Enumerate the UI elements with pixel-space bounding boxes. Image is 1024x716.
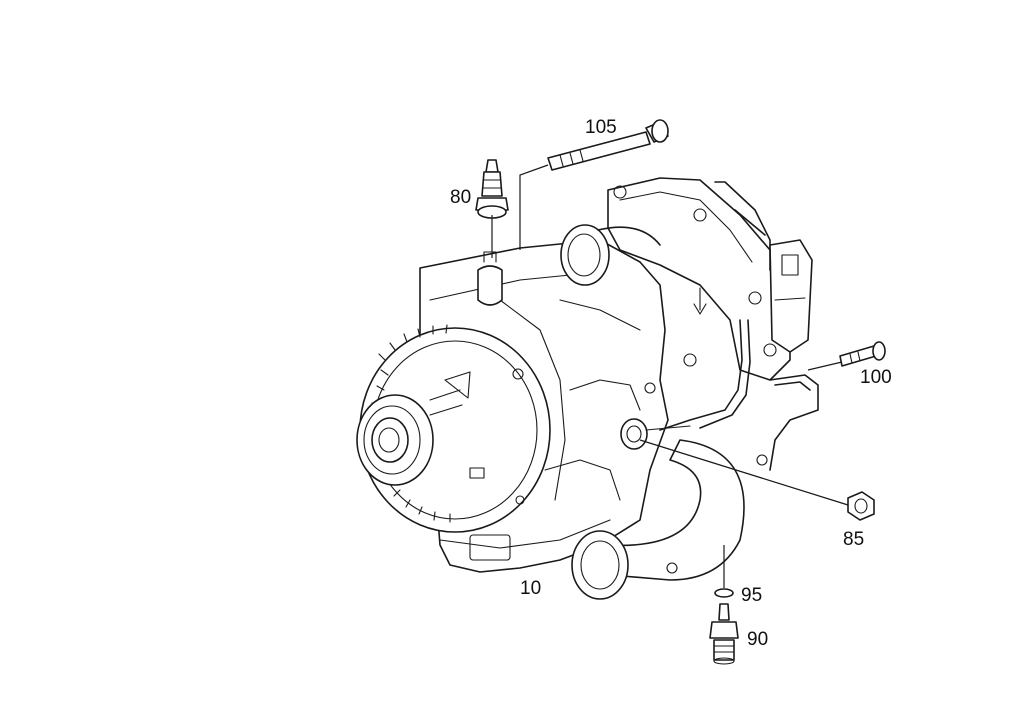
compressor-assembly (356, 177, 819, 600)
callout-100: 100 (860, 367, 892, 388)
leader-105 (519, 164, 549, 250)
leader-lines (491, 164, 849, 588)
bolt-100 (839, 341, 886, 367)
callout-80: 80 (450, 187, 471, 208)
leader-85 (639, 439, 849, 506)
leader-100 (807, 361, 843, 371)
nut-85 (847, 491, 875, 521)
callout-labels: 105 80 100 85 10 95 90 (450, 117, 892, 650)
callout-90: 90 (747, 629, 768, 650)
callout-10: 10 (520, 578, 541, 599)
bolt-105 (547, 119, 669, 171)
callout-105: 105 (585, 117, 617, 138)
callout-85: 85 (843, 529, 864, 550)
callout-95: 95 (741, 585, 762, 606)
sensor-90 (709, 603, 739, 665)
oring-95 (714, 588, 734, 598)
valve-80 (475, 159, 509, 219)
